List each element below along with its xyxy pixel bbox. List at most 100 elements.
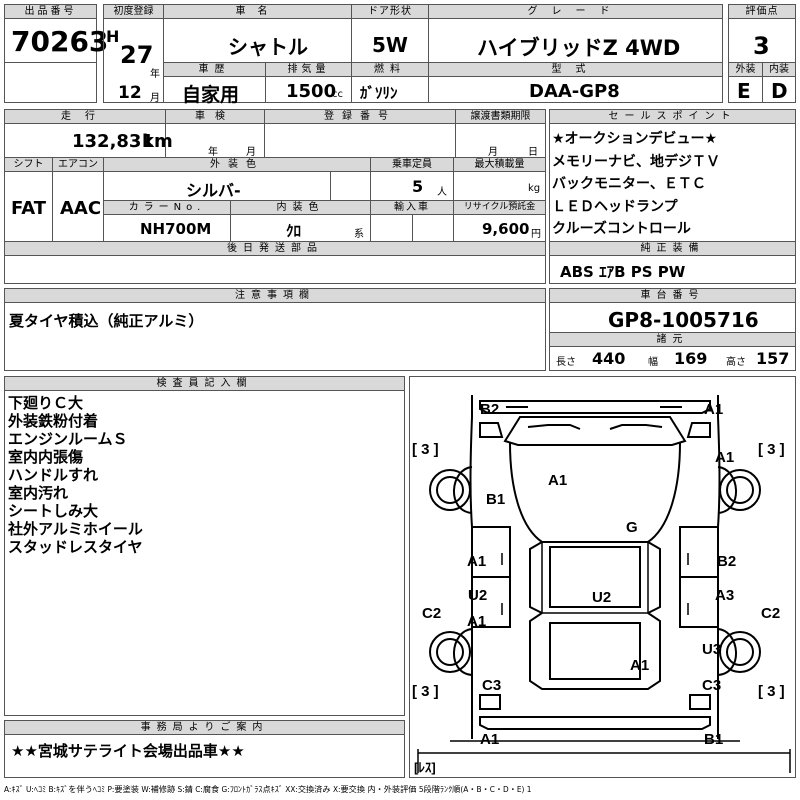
displacement-cell: 排気量 1500 cc [265, 62, 352, 103]
color-label: 外装色 [104, 158, 370, 172]
lot-no-cell: 出品番号 70263 [4, 4, 108, 63]
insp-year-unit: 年 [208, 147, 218, 158]
model-label: 型式 [429, 63, 722, 77]
length: 440 [592, 349, 626, 368]
damage-mark: C2 [761, 605, 781, 622]
displacement-unit: cc [332, 89, 343, 100]
ac: AAC [60, 198, 102, 219]
color-no: NH700M [140, 220, 212, 238]
tire-fl-score: [ 3 ] [412, 441, 439, 458]
damage-mark: A1 [467, 553, 487, 570]
load-unit: kg [528, 183, 541, 194]
legend: A:ｷｽﾞ U:ﾍｺﾐ B:ｷｽﾞを伴うﾍｺﾐ P:要塗装 W:補修跡 S:錆 … [4, 784, 532, 794]
sales-point: クルーズコントロール [552, 221, 691, 237]
details-block [4, 109, 546, 284]
interior-label: 内装 [763, 63, 795, 77]
inspector-line: 室内内張傷 [8, 448, 84, 466]
inspector-line: 下廻りＣ大 [8, 394, 84, 412]
model-cell: 型式 DAA-GP8 [428, 62, 723, 103]
year-unit: 年 [150, 69, 160, 80]
sales-points-list: ★オークションデビュー★ メモリーナビ、地デジＴＶ バックモニター、ＥＴＣ ＬＥ… [552, 128, 720, 241]
score: 3 [753, 32, 770, 60]
model: DAA-GP8 [529, 81, 620, 102]
damage-mark: A1 [704, 401, 724, 418]
door-cell: ドア形状 5W [351, 4, 429, 63]
score-label: 評価点 [729, 5, 795, 19]
recycle-unit: 円 [531, 229, 541, 240]
sales-point: バックモニター、ＥＴＣ [552, 176, 706, 192]
int-color-label: 内装色 [231, 201, 370, 215]
damage-mark: B2 [717, 553, 737, 570]
first-reg-cell: 初度登録 H 27 年 12 月 [103, 4, 164, 104]
recycle-label: リサイクル預託金 [454, 201, 545, 215]
score-cell: 評価点 3 [728, 4, 796, 63]
width: 169 [674, 349, 708, 368]
height-label: 高さ [726, 357, 746, 368]
inspector-line: 外装鉄粉付着 [8, 412, 99, 430]
sales-block: セールスポイント ★オークションデビュー★ メモリーナビ、地デジＴＶ バックモニ… [549, 109, 796, 284]
grade: ハイブリッドZ 4WD [477, 36, 681, 60]
capacity-label: 乗車定員 [371, 158, 453, 172]
transfer-day-unit: 日 [528, 147, 538, 158]
lot-no-label: 出品番号 [5, 5, 96, 19]
capacity: 5 [412, 177, 424, 196]
inspection-label: 車検 [166, 110, 264, 124]
fuel: ｶﾞｿﾘﾝ [360, 84, 398, 102]
interior-grade: D [771, 79, 788, 103]
inspector-block: 検査員記入欄 下廻りＣ大 外装鉄粉付着 エンジンルームＳ 室内内張傷 ハンドルす… [4, 376, 405, 716]
width-label: 幅 [648, 357, 658, 368]
int-color-unit: 系 [354, 229, 364, 240]
notes-label: 注意事項欄 [5, 289, 545, 303]
color: シルバ- [186, 181, 241, 200]
office-label: 事務局よりご案内 [5, 721, 404, 735]
damage-mark: C3 [702, 677, 722, 694]
damage-mark: A1 [548, 472, 568, 489]
office-text: ★★宮城サテライト会場出品車★★ [11, 742, 245, 760]
shift: FAT [11, 198, 47, 219]
exterior-cell: 外装 E [728, 62, 763, 103]
damage-mark: A1 [715, 449, 735, 466]
damage-mark: B2 [480, 401, 500, 418]
tire-rr-score: [ 3 ] [758, 683, 785, 700]
import-label: 輸入車 [371, 201, 453, 215]
inspector-line: シートしみ大 [8, 502, 99, 520]
damage-mark: B1 [486, 491, 506, 508]
month: 12 [118, 83, 142, 103]
damage-mark: A1 [480, 731, 500, 748]
exterior-grade: E [737, 79, 751, 103]
grade-label: グレード [429, 5, 722, 19]
equip: ABS ｴｱB PS PW [560, 263, 686, 281]
first-reg-label: 初度登録 [104, 5, 163, 19]
damage-mark: U2 [468, 587, 488, 604]
history-label: 車歴 [164, 63, 265, 77]
door: 5W [372, 33, 408, 57]
inspector-lines: 下廻りＣ大 外装鉄粉付着 エンジンルームＳ 室内内張傷 ハンドルすれ 室内汚れ … [8, 394, 143, 556]
displacement-label: 排気量 [266, 63, 351, 77]
transfer-month-unit: 月 [488, 147, 498, 158]
exterior-label: 外装 [729, 63, 762, 77]
color-no-label: カラーNo. [104, 201, 230, 215]
tire-rl-score: [ 3 ] [412, 683, 439, 700]
sales-point: メモリーナビ、地デジＴＶ [552, 153, 720, 170]
car-name-cell: 車名 シャトル [163, 4, 352, 63]
registration-label: 登録番号 [265, 110, 455, 124]
chassis-label: 車台番号 [550, 289, 795, 303]
damage-mark: A3 [715, 587, 735, 604]
car-diagram: [ 3 ] [ 3 ] [ 3 ] [ 3 ] [ﾚｽ] B2 A1 A1 A1… [409, 376, 796, 778]
insp-month-unit: 月 [246, 147, 256, 158]
tire-fr-score: [ 3 ] [758, 441, 785, 458]
damage-mark: B1 [704, 731, 724, 748]
inspector-line: スタッドレスタイヤ [8, 538, 143, 556]
transfer-label: 譲渡書類期限 [456, 110, 545, 124]
year: 27 [120, 41, 154, 69]
spare-tire: [ﾚｽ] [414, 760, 436, 775]
era: H [106, 27, 120, 46]
sales-point: ＬＥＤヘッドランプ [552, 198, 678, 215]
history: 自家用 [182, 84, 240, 106]
damage-mark: C3 [482, 677, 502, 694]
lot-no: 70263 [11, 25, 109, 58]
grade-cell: グレード ハイブリッドZ 4WD [428, 4, 723, 63]
damage-mark: A1 [630, 657, 650, 674]
lot-no-blank [4, 62, 97, 103]
inspector-line: エンジンルームＳ [8, 430, 128, 448]
